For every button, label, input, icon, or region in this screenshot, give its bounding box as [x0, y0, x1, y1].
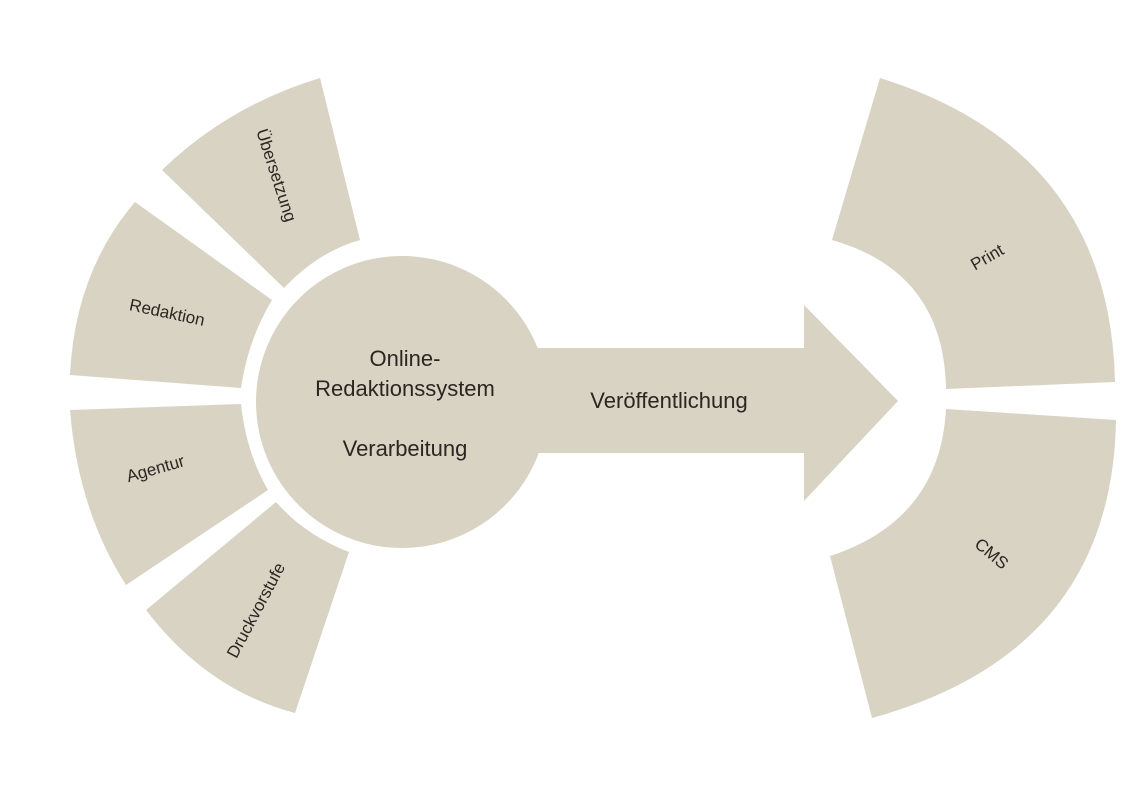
source-segment-agentur — [70, 404, 268, 585]
center-subtitle: Verarbeitung — [343, 436, 468, 461]
center-title-line1: Online- — [370, 346, 441, 371]
source-segments — [70, 78, 360, 713]
publish-arrow — [535, 305, 898, 501]
center-title-line2: Redaktionssystem — [315, 376, 495, 401]
source-segment-druckvorstufe — [146, 502, 349, 713]
output-segment-cms — [830, 409, 1116, 718]
center-circle — [256, 256, 548, 548]
arrow-label: Veröffentlichung — [590, 388, 747, 413]
source-segment-redaktion — [70, 202, 272, 388]
output-segments — [830, 78, 1116, 718]
output-segment-print — [832, 78, 1115, 389]
source-segment-uebersetzung — [162, 78, 360, 288]
